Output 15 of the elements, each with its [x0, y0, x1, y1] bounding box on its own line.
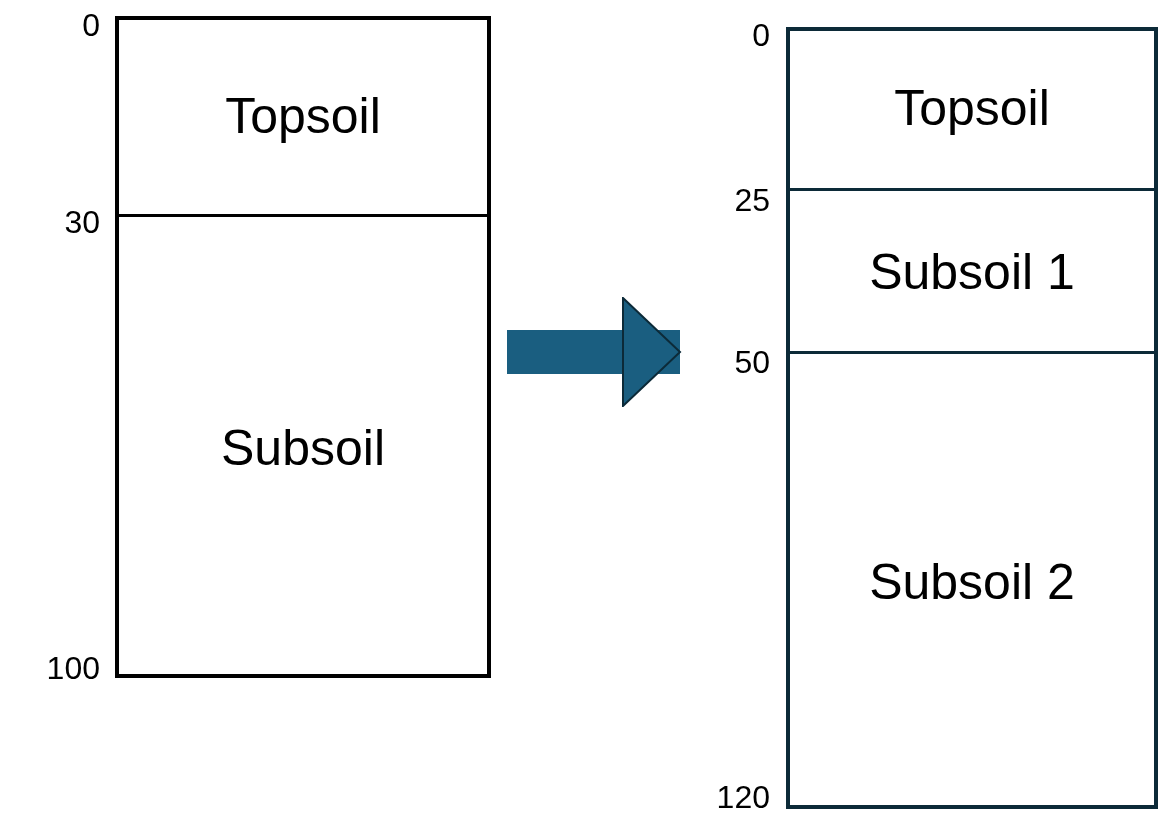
- soil-column: [115, 16, 491, 678]
- depth-label: 50: [733, 344, 770, 381]
- depth-label: 30: [63, 204, 100, 241]
- soil-layer: Subsoil 2: [790, 351, 1154, 809]
- soil-layer: Topsoil: [790, 27, 1154, 189]
- soil-layer: Topsoil: [119, 16, 487, 215]
- depth-label: 25: [733, 182, 770, 219]
- soil-layer: Subsoil 1: [790, 188, 1154, 352]
- depth-label: 100: [45, 650, 100, 687]
- soil-layer: Subsoil: [119, 214, 487, 678]
- soil-column: [786, 27, 1158, 809]
- block-arrow: [507, 297, 681, 407]
- depth-label: 0: [81, 7, 100, 44]
- depth-label: 0: [751, 17, 770, 54]
- depth-label: 120: [715, 779, 770, 815]
